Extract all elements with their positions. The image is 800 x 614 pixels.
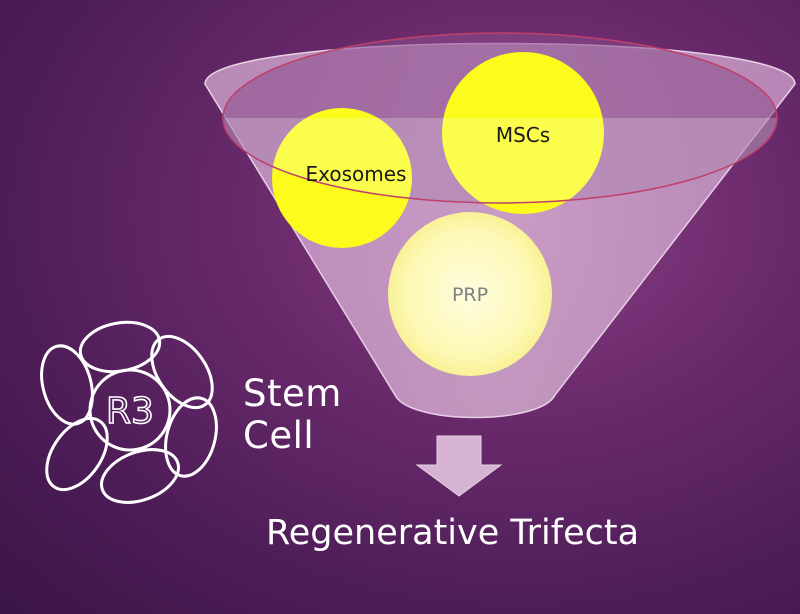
down-arrow-icon [415,435,503,497]
node-circle-exosomes [272,108,412,248]
logo-center-ring [88,368,172,452]
logo-petal [45,416,109,492]
logo-petal [100,448,180,504]
node-circle-mscs [442,52,604,214]
result-caption: Regenerative Trifecta [266,513,640,553]
funnel-rim-front [223,118,777,203]
logo-petal [78,320,162,374]
logo-name-line1: Stem [243,372,342,415]
node-label-exosomes: Exosomes [306,162,407,186]
node-label-mscs: MSCs [496,123,550,147]
logo-mark-text: R3 [106,391,154,432]
logo-petal [164,396,218,478]
r3-logo-mark [40,320,218,504]
logo-petal [40,344,94,426]
node-circle-prp [388,212,552,376]
logo-wordmark: Stem Cell [243,373,383,457]
logo-name-line2: Cell [243,414,315,457]
funnel-rim-outline [222,32,778,204]
node-label-prp: PRP [452,284,488,306]
